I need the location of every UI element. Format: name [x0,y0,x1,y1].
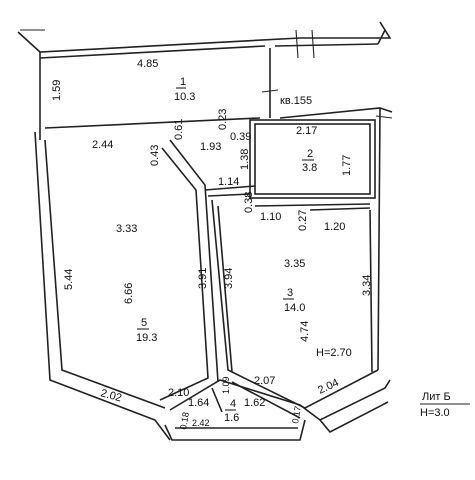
dim: 1.77 [341,155,353,176]
room-3-num: 3 [287,287,293,299]
room-1-num: 1 [180,76,186,88]
dim: 0.39 [230,131,251,143]
dim: 3.35 [284,258,305,270]
room-2-num: 2 [307,148,313,160]
dim: 1.62 [244,397,265,409]
dim: 4.85 [137,58,158,70]
room-5-area: 19.3 [136,332,157,344]
dimension-labels: 4.85 1.59 2.44 0.43 0.61 0.23 0.39 1.93 … [51,58,373,430]
dim: 2.44 [92,139,113,151]
dim: 5.44 [63,269,75,290]
dim: 1.93 [200,141,221,153]
dim: 2.10 [168,387,189,399]
dim: 0.38 [243,192,255,213]
dim: 2.17 [296,125,317,137]
apartment-label: кв.155 [280,95,312,107]
dim: 2.07 [254,375,275,387]
dim: 4.74 [299,321,311,342]
dim: 1.14 [218,176,239,188]
dim: 2.42 [192,418,210,428]
dim: 0.17 [290,405,303,424]
dim: 3.33 [116,223,137,235]
walls [17,21,470,441]
dim: 0.18 [178,411,191,430]
dim: 1.38 [239,149,251,170]
liter-height: H=3.0 [420,407,450,419]
dim: 3.91 [197,268,209,289]
room-5-num: 5 [141,317,147,329]
room-labels: 1 10.3 2 3.8 3 14.0 4 1.6 5 19.3 кв.155 … [136,76,451,424]
ceiling-height: H=2.70 [316,347,352,359]
dim: 1.20 [324,221,345,233]
dim: 6.66 [123,283,135,304]
dim: 1.10 [260,211,281,223]
room-1-area: 10.3 [174,91,195,103]
dim: 1.09 [221,376,231,394]
liter-name: Лит Б [422,391,451,403]
dim: 0.23 [217,109,229,130]
dim: 3.34 [361,275,373,296]
dim: 2.04 [316,377,340,397]
dim: 1.64 [188,397,209,409]
room-4-area: 1.6 [224,412,239,424]
dim: 3.94 [223,268,235,289]
room-2-area: 3.8 [302,162,317,174]
dim: 2.02 [99,387,123,404]
room-3-area: 14.0 [284,302,305,314]
dim: 0.43 [149,145,161,166]
dim: 0.61 [173,119,185,140]
dim: 0.27 [297,210,309,231]
dim: 1.59 [51,80,63,101]
room-4-num: 4 [230,398,236,410]
